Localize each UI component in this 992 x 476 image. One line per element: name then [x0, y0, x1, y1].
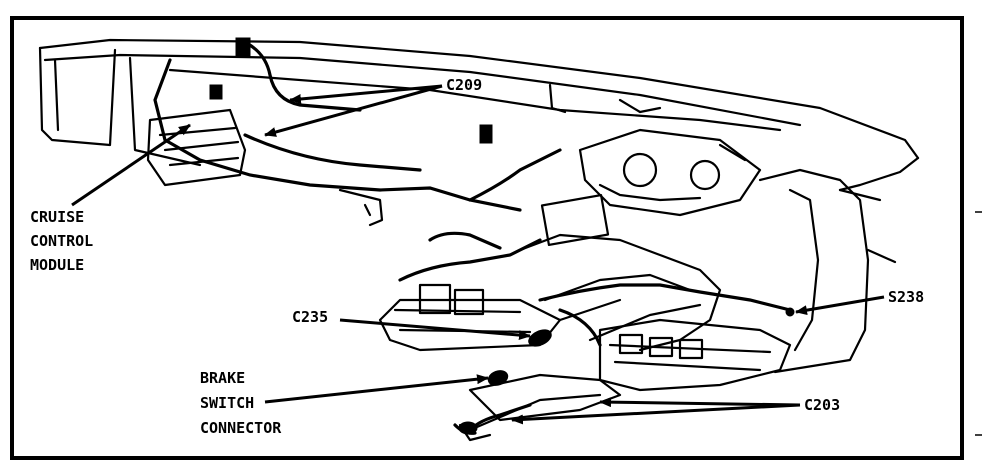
label-brake-line-1: BRAKE: [200, 369, 245, 387]
wiring-harness: [153, 38, 792, 435]
leader-s238: [795, 295, 885, 316]
steering-column: [518, 233, 722, 352]
label-c209: C209: [446, 76, 482, 94]
connector-c209-plug: [235, 37, 251, 57]
label-s238: S238: [888, 288, 924, 306]
junction-block: [598, 318, 792, 392]
label-c203: C203: [804, 396, 840, 414]
label-brake-line-3: CONNECTOR: [200, 419, 282, 437]
label-c235: C235: [292, 308, 328, 326]
leader-c209-a: [289, 84, 443, 104]
label-cruise-line-3: MODULE: [30, 256, 84, 274]
relay-block-right: [453, 288, 485, 316]
diagram-frame: [10, 16, 964, 460]
leader-cruise-control-module: [71, 123, 191, 207]
leader-c209-b: [264, 84, 443, 137]
pedal-bracket: [468, 373, 622, 422]
leader-c203-b: [599, 397, 801, 408]
leader-c203-a: [511, 403, 801, 425]
labels: CRUISE CONTROL MODULE C209 C235 S238 BRA…: [30, 76, 924, 437]
label-brake-line-2: SWITCH: [200, 394, 254, 412]
connectors: [209, 37, 795, 435]
connector-c203-plug: [458, 421, 478, 435]
connector-c235-plug: [528, 329, 552, 347]
label-cruise-line-2: CONTROL: [30, 232, 93, 250]
leader-c235: [339, 318, 531, 341]
instrument-cluster: [578, 128, 762, 217]
splice-s238: [785, 307, 795, 317]
margin-ticks: [975, 211, 982, 436]
leader-brake-switch-connector: [264, 374, 489, 404]
leader-lines: [71, 84, 885, 425]
cruise-control-module-body: [146, 108, 247, 187]
relay-block-left: [418, 283, 452, 315]
dash-top-edge: [38, 38, 920, 160]
right-side-panel: [758, 168, 870, 374]
label-cruise-line-1: CRUISE: [30, 208, 84, 226]
